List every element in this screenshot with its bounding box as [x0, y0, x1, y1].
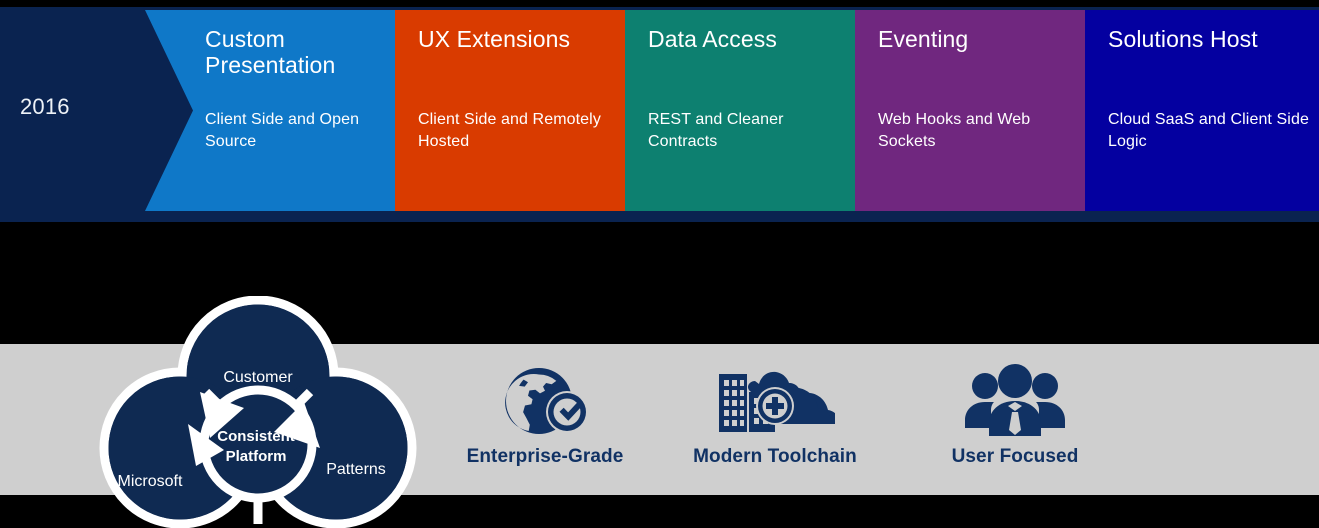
panel-title: Eventing	[878, 26, 969, 52]
globe-check-icon	[430, 362, 660, 440]
roadmap-panel-solutions-host[interactable]: Solutions Host Cloud SaaS and Client Sid…	[1085, 10, 1319, 211]
panel-subtitle: Cloud SaaS and Client Side Logic	[1108, 111, 1309, 150]
cloud-label-right: Patterns	[326, 461, 386, 478]
panel-title: Custom Presentation	[205, 26, 336, 78]
consistent-platform-cloud-diagram: Customer Microsoft Patterns Consistent P…	[88, 296, 428, 528]
buildings-cloud-plus-icon	[660, 362, 890, 440]
feature-modern-toolchain[interactable]: Modern Toolchain	[660, 362, 890, 468]
cycle-arrow-left	[188, 424, 224, 466]
cycle-label-line2: Platform	[226, 448, 287, 465]
cycle-arrow-right	[274, 402, 320, 448]
roadmap-panel-ux-extensions[interactable]: UX Extensions Client Side and Remotely H…	[395, 10, 625, 211]
roadmap-panels: Custom Presentation Client Side and Open…	[0, 10, 1319, 211]
cloud-label-left: Microsoft	[118, 473, 183, 490]
panel-title: UX Extensions	[418, 26, 571, 52]
roadmap-panel-data-access[interactable]: Data Access REST and Cleaner Contracts	[625, 10, 855, 211]
roadmap-panel-custom-presentation[interactable]: Custom Presentation Client Side and Open…	[145, 10, 395, 211]
cloud-diagram-svg: Customer Microsoft Patterns Consistent P…	[99, 296, 417, 528]
feature-label: Modern Toolchain	[693, 446, 857, 467]
feature-user-focused[interactable]: User Focused	[900, 362, 1130, 468]
panel-title: Solutions Host	[1108, 26, 1258, 52]
year-label: 2016	[20, 94, 70, 119]
panel-subtitle: REST and Cleaner Contracts	[648, 111, 784, 150]
roadmap-panel-eventing[interactable]: Eventing Web Hooks and Web Sockets	[855, 10, 1085, 211]
people-group-icon	[900, 362, 1130, 440]
panel-subtitle: Client Side and Remotely Hosted	[418, 111, 601, 150]
cycle-arrow-top-left	[200, 392, 244, 438]
cloud-label-top: Customer	[223, 369, 293, 386]
panel-subtitle: Web Hooks and Web Sockets	[878, 111, 1031, 150]
feature-label: User Focused	[951, 446, 1079, 467]
feature-enterprise-grade[interactable]: Enterprise-Grade	[430, 362, 660, 468]
cycle-arrowheads	[188, 392, 320, 466]
panel-subtitle: Client Side and Open Source	[205, 111, 360, 150]
panel-title: Data Access	[648, 26, 777, 52]
cycle-label-line1: Consistent	[217, 428, 295, 445]
feature-label: Enterprise-Grade	[466, 446, 624, 467]
